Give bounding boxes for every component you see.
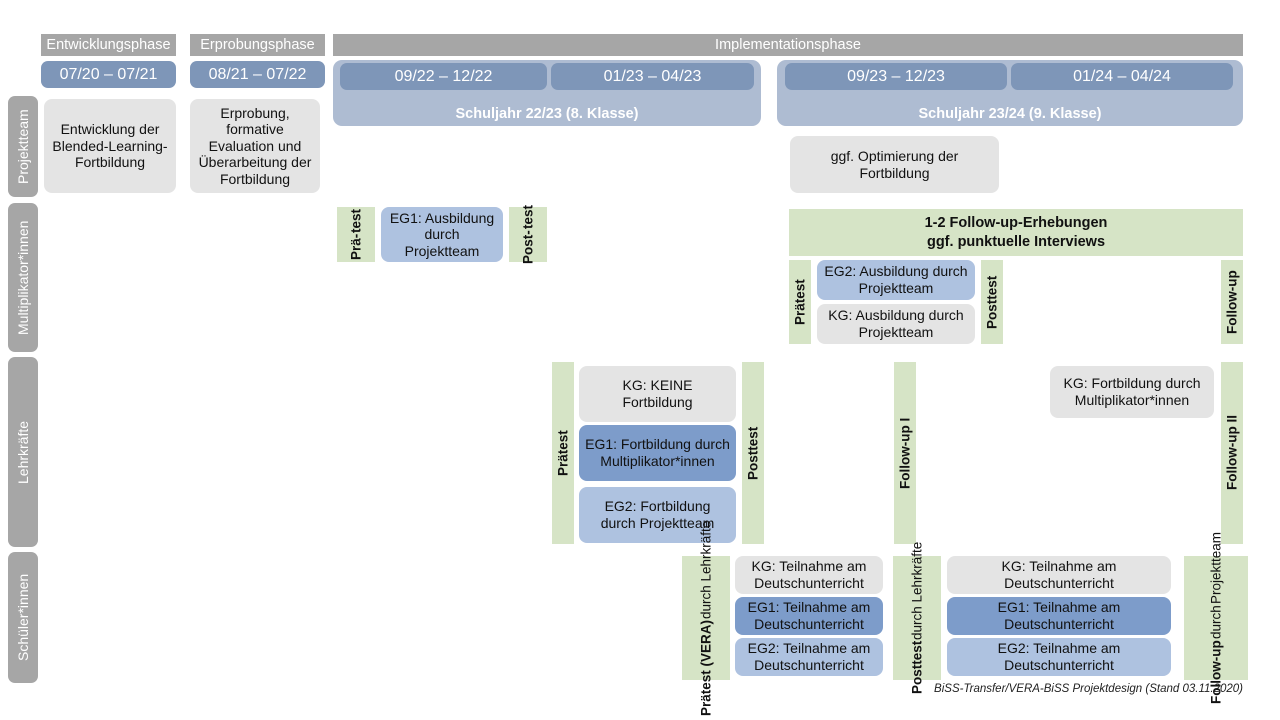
task-label: KG: Ausbildung durch Projektteam xyxy=(828,307,964,340)
phase-label: Implementationsphase xyxy=(715,37,861,53)
measure-line-3: Projektteam xyxy=(1208,532,1224,605)
measure-label: Follow-up xyxy=(1224,270,1240,334)
phase-label: Erprobungsphase xyxy=(200,37,315,53)
task-kg-teilnahme-deutschunterricht-1: KG: Teilnahme am Deutschunterricht xyxy=(735,556,883,594)
period-pill-0922-1222: 09/22 – 12/22 xyxy=(340,63,547,90)
period-label: 01/24 – 04/24 xyxy=(1073,67,1171,85)
phase-label: Entwicklungsphase xyxy=(46,37,171,53)
measure-praetest-vera-schueler: Prätest (VERA) durch Lehrkräfte xyxy=(682,520,730,716)
measure-line-2: test xyxy=(520,205,536,230)
period-label: 09/22 – 12/22 xyxy=(394,67,493,85)
task-eg1-teilnahme-deutschunterricht-2: EG1: Teilnahme am Deutschunterricht xyxy=(947,597,1171,635)
measure-line-1: Post- xyxy=(520,230,536,264)
period-label: 08/21 – 07/22 xyxy=(208,65,307,83)
row-label-text: Multiplikator*innen xyxy=(15,220,31,335)
period-pill-0720-0721: 07/20 – 07/21 xyxy=(41,61,176,88)
measure-label: Prätest xyxy=(555,430,571,476)
row-label-text: Lehrkräfte xyxy=(15,420,31,484)
task-optimierung-fortbildung: ggf. Optimierung der Fortbildung xyxy=(790,136,999,193)
measure-posttest-lehrkraefte: Posttest xyxy=(742,362,764,544)
measure-line-1: Prätest (VERA) xyxy=(698,619,714,716)
task-kg-keine-fortbildung: KG: KEINE Fortbildung xyxy=(579,366,736,422)
measure-line-2: test xyxy=(348,208,364,233)
measure-label: Posttest xyxy=(745,426,761,480)
period-pill-0821-0722: 08/21 – 07/22 xyxy=(190,61,325,88)
task-eg1-fortbildung-multiplikatoren: EG1: Fortbildung durch Multiplikator*inn… xyxy=(579,425,736,481)
task-kg-ausbildung-projektteam: KG: Ausbildung durch Projektteam xyxy=(817,304,975,344)
task-erprobung-evaluation: Erprobung, formative Evaluation und Über… xyxy=(190,99,320,193)
measure-praetest-multiplikatoren-2: Prätest xyxy=(789,260,811,344)
banner-followup-erhebungen: 1-2 Follow-up-Erhebungen ggf. punktuelle… xyxy=(789,209,1243,256)
measure-line-2: durch Lehrkräfte xyxy=(698,520,714,619)
measure-line-1: Prä- xyxy=(348,233,364,261)
measure-followup-2-lehrkraefte: Follow-up II xyxy=(1221,362,1243,544)
row-label-lehrkraefte: Lehrkräfte xyxy=(8,357,38,547)
task-eg1-ausbildung-projektteam: EG1: Ausbildung durch Projektteam xyxy=(381,207,503,262)
phase-header-erprobungsphase: Erprobungsphase xyxy=(190,34,325,56)
task-label: Erprobung, formative Evaluation und Über… xyxy=(198,104,312,187)
schoolyear-label-2223: Schuljahr 22/23 (8. Klasse) xyxy=(455,106,639,122)
schoolyear-label-2324: Schuljahr 23/24 (9. Klasse) xyxy=(918,106,1102,122)
measure-label: Posttest xyxy=(984,275,1000,329)
task-label: EG2: Fortbildung durch Projektteam xyxy=(600,498,715,531)
task-eg1-teilnahme-deutschunterricht-1: EG1: Teilnahme am Deutschunterricht xyxy=(735,597,883,635)
period-label: 09/23 – 12/23 xyxy=(847,67,945,85)
task-label: EG2: Ausbildung durch Projektteam xyxy=(824,263,968,296)
period-label: 01/23 – 04/23 xyxy=(603,67,702,85)
schoolyear-group-2324: 09/23 – 12/23 01/24 – 04/24 Schuljahr 23… xyxy=(777,60,1243,126)
task-eg2-teilnahme-deutschunterricht-2: EG2: Teilnahme am Deutschunterricht xyxy=(947,638,1171,676)
banner-line-1: 1-2 Follow-up-Erhebungen xyxy=(924,214,1108,231)
measure-label: Prätest xyxy=(792,279,808,325)
phase-header-entwicklungsphase: Entwicklungsphase xyxy=(41,34,176,56)
period-pill-0124-0424: 01/24 – 04/24 xyxy=(1011,63,1233,90)
task-label: EG2: Teilnahme am Deutschunterricht xyxy=(997,640,1121,673)
schoolyear-group-2223: 09/22 – 12/22 01/23 – 04/23 Schuljahr 22… xyxy=(333,60,761,126)
measure-line-2: durch Lehrkräfte xyxy=(909,541,925,641)
row-label-text: Schüler*innen xyxy=(15,573,31,662)
measure-praetest-multiplikatoren-1: Prä- test xyxy=(337,207,375,262)
measure-followup-schueler: Follow-up durch Projektteam xyxy=(1184,532,1248,704)
task-label: ggf. Optimierung der Fortbildung xyxy=(830,147,959,181)
task-label: EG1: Teilnahme am Deutschunterricht xyxy=(997,599,1121,632)
measure-posttest-multiplikatoren-1: Post- test xyxy=(509,205,547,264)
task-label: EG2: Teilnahme am Deutschunterricht xyxy=(747,640,871,673)
period-pill-0923-1223: 09/23 – 12/23 xyxy=(785,63,1007,90)
task-label: KG: Fortbildung durch Multiplikator*inne… xyxy=(1063,375,1201,408)
measure-followup-1-lehrkraefte: Follow-up I xyxy=(894,362,916,544)
measure-label: Follow-up I xyxy=(897,417,913,489)
phase-header-implementationsphase: Implementationsphase xyxy=(333,34,1243,56)
measure-line-2: durch xyxy=(1208,605,1224,640)
task-eg2-ausbildung-projektteam: EG2: Ausbildung durch Projektteam xyxy=(817,260,975,300)
measure-posttest-schueler: Posttest durch Lehrkräfte xyxy=(893,542,941,694)
task-label: EG1: Teilnahme am Deutschunterricht xyxy=(747,599,871,632)
task-label: EG1: Fortbildung durch Multiplikator*inn… xyxy=(585,436,730,469)
task-eg2-fortbildung-projektteam: EG2: Fortbildung durch Projektteam xyxy=(579,487,736,543)
measure-praetest-lehrkraefte: Prätest xyxy=(552,362,574,544)
task-label: KG: KEINE Fortbildung xyxy=(622,377,693,410)
task-label: EG1: Ausbildung durch Projektteam xyxy=(389,209,495,259)
footer-note: BiSS-Transfer/VERA-BiSS Projektdesign (S… xyxy=(934,683,1243,695)
measure-label: Follow-up II xyxy=(1224,415,1240,491)
task-label: KG: Teilnahme am Deutschunterricht xyxy=(1001,558,1117,591)
task-label: KG: Teilnahme am Deutschunterricht xyxy=(751,558,867,591)
measure-followup-multiplikatoren: Follow-up xyxy=(1221,260,1243,344)
banner-line-2: ggf. punktuelle Interviews xyxy=(926,233,1106,250)
task-label: Entwicklung der Blended-Learning-Fortbil… xyxy=(52,121,168,171)
row-label-projektteam: Projektteam xyxy=(8,96,38,197)
task-eg2-teilnahme-deutschunterricht-1: EG2: Teilnahme am Deutschunterricht xyxy=(735,638,883,676)
task-entwicklung-fortbildung: Entwicklung der Blended-Learning-Fortbil… xyxy=(44,99,176,193)
row-label-text: Projektteam xyxy=(15,109,31,184)
row-label-schuelerinnen: Schüler*innen xyxy=(8,552,38,683)
row-label-multiplikatorinnen: Multiplikator*innen xyxy=(8,203,38,352)
task-kg-fortbildung-multiplikatoren: KG: Fortbildung durch Multiplikator*inne… xyxy=(1050,366,1214,418)
measure-posttest-multiplikatoren-2: Posttest xyxy=(981,260,1003,344)
period-pill-0123-0423: 01/23 – 04/23 xyxy=(551,63,754,90)
period-label: 07/20 – 07/21 xyxy=(59,65,158,83)
task-kg-teilnahme-deutschunterricht-2: KG: Teilnahme am Deutschunterricht xyxy=(947,556,1171,594)
